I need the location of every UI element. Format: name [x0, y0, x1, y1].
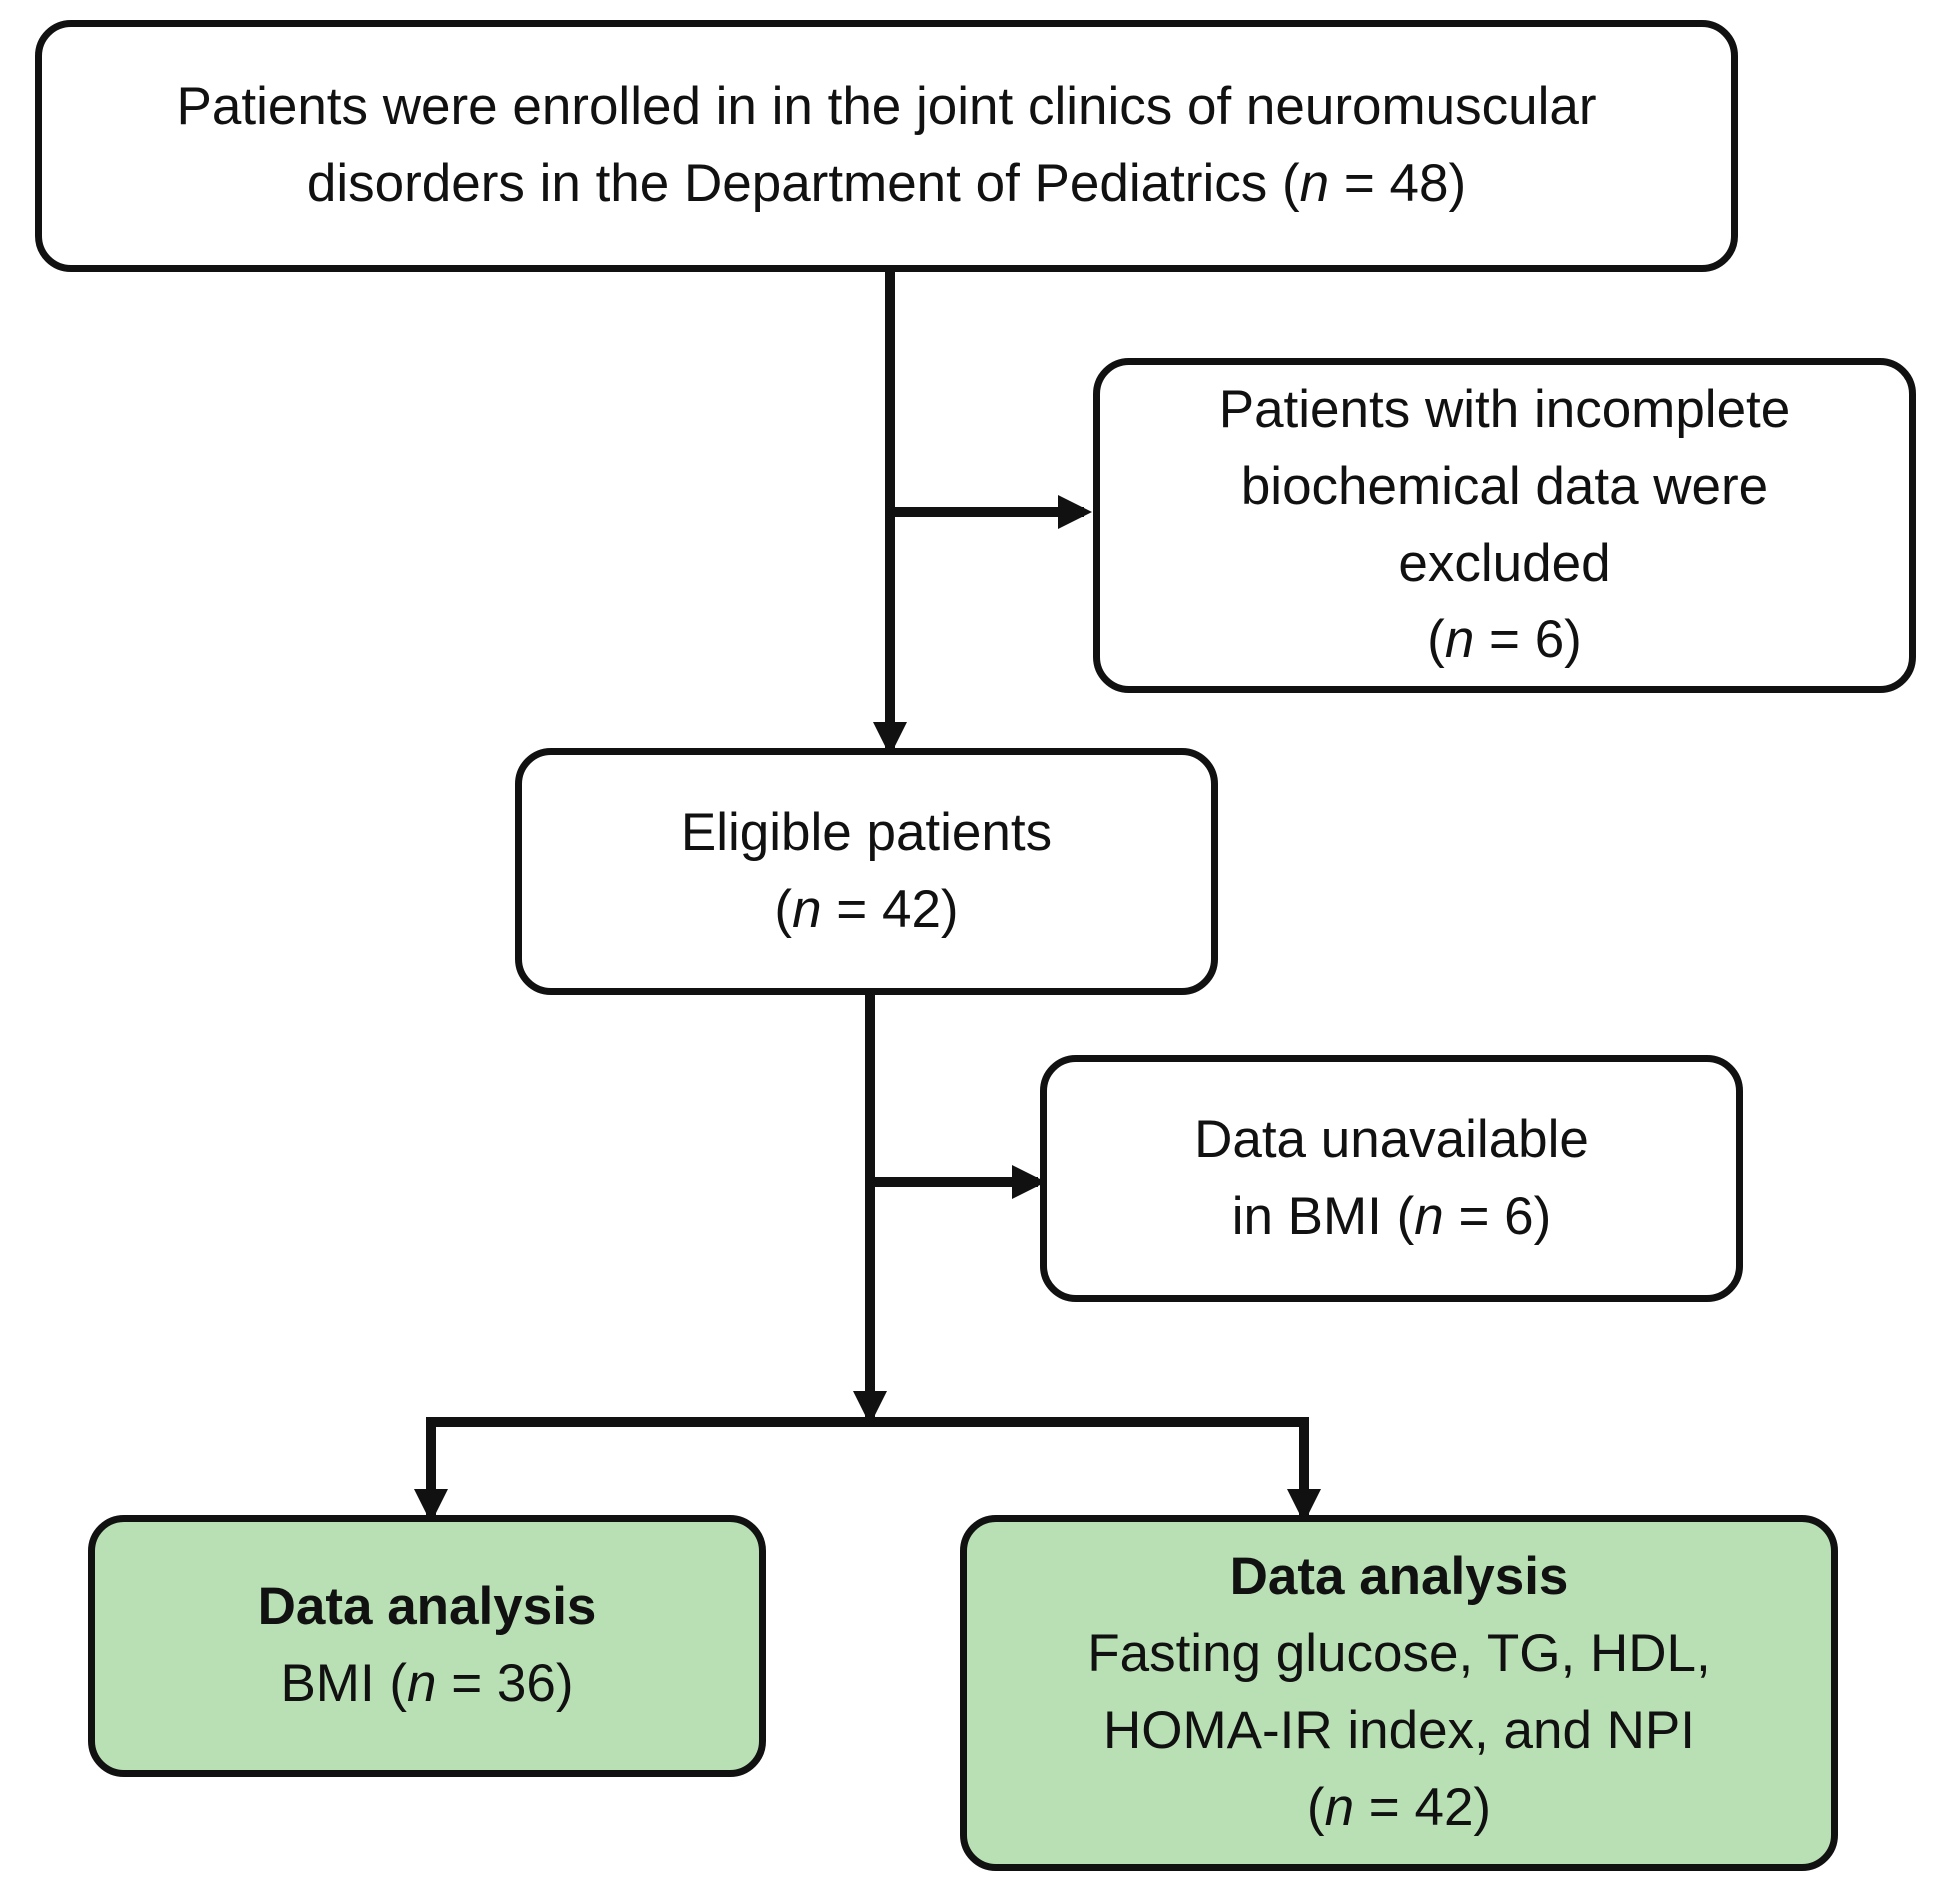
analysis-metabolic-count-line: (n = 42) — [1307, 1770, 1491, 1847]
enrolled-line1: Patients were enrolled in in the joint c… — [176, 77, 1597, 137]
box-bmi-unavailable: Data unavailable in BMI (n = 6) — [1040, 1055, 1743, 1302]
box-analysis-metabolic: Data analysis Fasting glucose, TG, HDL, … — [960, 1515, 1838, 1871]
excluded-line3: excluded — [1398, 533, 1611, 593]
enrolled-count: = 48) — [1329, 154, 1467, 213]
excluded-line2: biochemical data were — [1240, 456, 1769, 516]
paren-open: ( — [1427, 610, 1445, 670]
box-analysis-bmi: Data analysis BMI (n = 36) — [88, 1515, 766, 1777]
n-symbol: n — [1324, 1777, 1355, 1837]
analysis-bmi-count: = 36) — [436, 1654, 574, 1713]
paren-open: ( — [774, 879, 793, 939]
bmi-unavailable-text: in BMI ( — [1231, 1186, 1415, 1246]
n-symbol: n — [1299, 154, 1330, 213]
paren-open: ( — [1306, 1777, 1325, 1837]
n-symbol: n — [407, 1654, 437, 1713]
excluded-count-line: (n = 6) — [1427, 602, 1582, 679]
box-excluded-incomplete: Patients with incomplete biochemical dat… — [1093, 358, 1916, 693]
n-symbol: n — [1444, 610, 1475, 670]
analysis-metabolic-line1: Fasting glucose, TG, HDL, — [1087, 1624, 1711, 1684]
analysis-metabolic-heading: Data analysis — [1229, 1547, 1569, 1607]
box-eligible-patients: Eligible patients (n = 42) — [515, 748, 1218, 995]
analysis-bmi-text: BMI ( — [280, 1654, 408, 1713]
n-symbol: n — [792, 879, 822, 939]
enrolled-line2-text: disorders in the Department of Pediatric… — [306, 154, 1300, 213]
analysis-metabolic-count: = 42) — [1354, 1777, 1492, 1837]
excluded-line1: Patients with incomplete — [1218, 379, 1791, 439]
analysis-bmi-heading: Data analysis — [257, 1577, 597, 1637]
n-symbol: n — [1414, 1186, 1444, 1246]
analysis-bmi-line: BMI (n = 36) — [280, 1646, 573, 1723]
analysis-metabolic-line2: HOMA-IR index, and NPI — [1102, 1701, 1696, 1760]
enrolled-line2: disorders in the Department of Pediatric… — [307, 146, 1466, 223]
bmi-unavailable-line2: in BMI (n = 6) — [1232, 1179, 1552, 1256]
box-enrolled-patients: Patients were enrolled in in the joint c… — [35, 20, 1738, 272]
eligible-count-line: (n = 42) — [774, 872, 958, 949]
eligible-count: = 42) — [821, 879, 959, 939]
eligible-line1: Eligible patients — [680, 802, 1053, 862]
excluded-count: = 6) — [1474, 610, 1582, 670]
bmi-unavailable-count: = 6) — [1443, 1186, 1552, 1246]
bmi-unavailable-line1: Data unavailable — [1194, 1109, 1589, 1169]
